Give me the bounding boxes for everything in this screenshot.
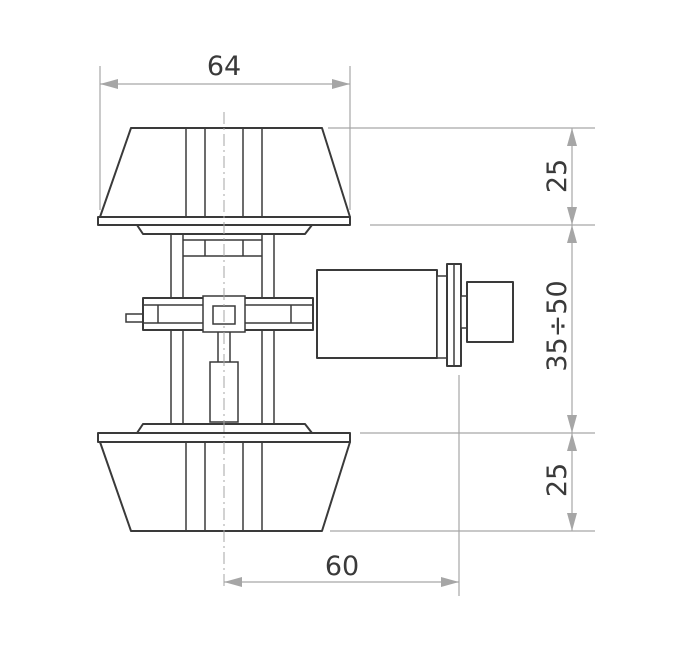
upper-spindle-frame — [170, 234, 275, 298]
lower-spindle-frame — [170, 330, 275, 424]
dimension-label-knob-width: 64 — [207, 51, 241, 82]
dimension-knob-width — [99, 66, 351, 210]
dimension-extension-lines — [328, 127, 595, 532]
dimension-label-backset: 60 — [325, 551, 359, 582]
dimension-bottom-knob-height — [567, 433, 577, 531]
dimension-label-top-knob-height: 25 — [542, 159, 573, 193]
dimension-door-thickness — [567, 225, 577, 433]
dimension-label-door-thickness: 35÷50 — [542, 280, 573, 371]
latch-mechanism — [125, 295, 314, 333]
dimension-top-knob-height — [567, 128, 577, 225]
latch-body — [316, 263, 514, 367]
dimension-backset — [224, 375, 460, 596]
dimension-label-bottom-knob-height: 25 — [542, 463, 573, 497]
